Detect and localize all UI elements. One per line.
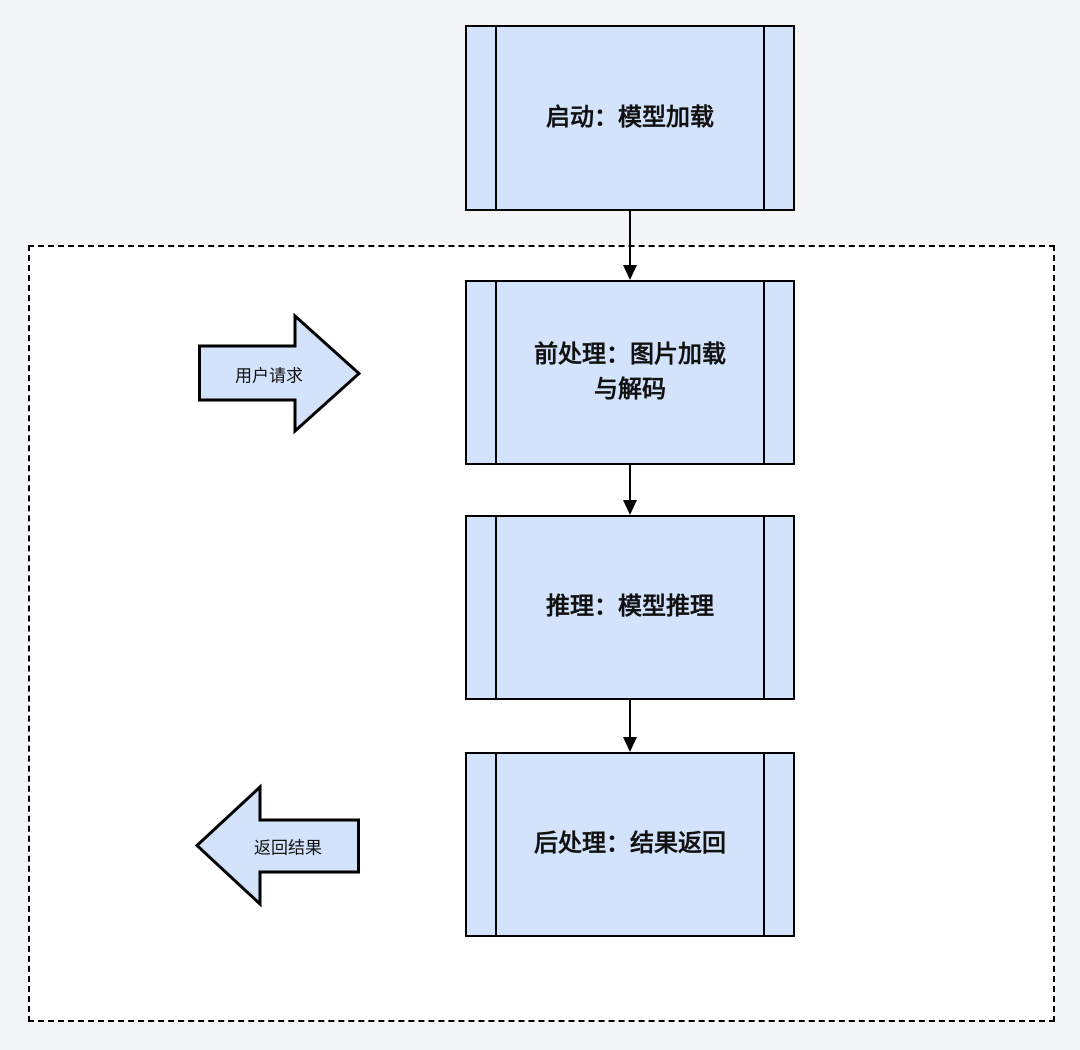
right-block-arrow-icon — [198, 312, 362, 435]
user-request-arrow-label: 用户请求 — [235, 366, 303, 385]
return-result-arrow: 返回结果 — [194, 783, 360, 908]
arrowhead-down-icon — [623, 265, 637, 280]
left-block-arrow-icon — [194, 783, 360, 908]
return-result-arrow-label: 返回结果 — [254, 838, 322, 857]
subroutine-right-bar — [763, 517, 793, 698]
connector-inference-postprocess-line — [629, 700, 631, 739]
node-preprocess-label: 前处理：图片加载 与解码 — [534, 340, 726, 403]
subroutine-left-bar — [467, 282, 497, 463]
user-request-arrow: 用户请求 — [198, 312, 362, 435]
subroutine-left-bar — [467, 517, 497, 698]
node-start-label: 启动：模型加载 — [546, 103, 714, 131]
node-start: 启动：模型加载 — [465, 25, 795, 211]
arrowhead-down-icon — [623, 737, 637, 752]
subroutine-right-bar — [763, 282, 793, 463]
node-inference-label: 推理：模型推理 — [546, 593, 714, 621]
arrowhead-down-icon — [623, 500, 637, 515]
subroutine-right-bar — [763, 754, 793, 935]
node-inference: 推理：模型推理 — [465, 515, 795, 700]
subroutine-right-bar — [763, 27, 793, 209]
subroutine-left-bar — [467, 754, 497, 935]
node-postprocess: 后处理：结果返回 — [465, 752, 795, 937]
connector-start-preprocess-line — [629, 211, 631, 267]
node-postprocess-label: 后处理：结果返回 — [534, 830, 726, 858]
connector-preprocess-inference-line — [629, 465, 631, 502]
subroutine-left-bar — [467, 27, 497, 209]
node-preprocess: 前处理：图片加载 与解码 — [465, 280, 795, 465]
